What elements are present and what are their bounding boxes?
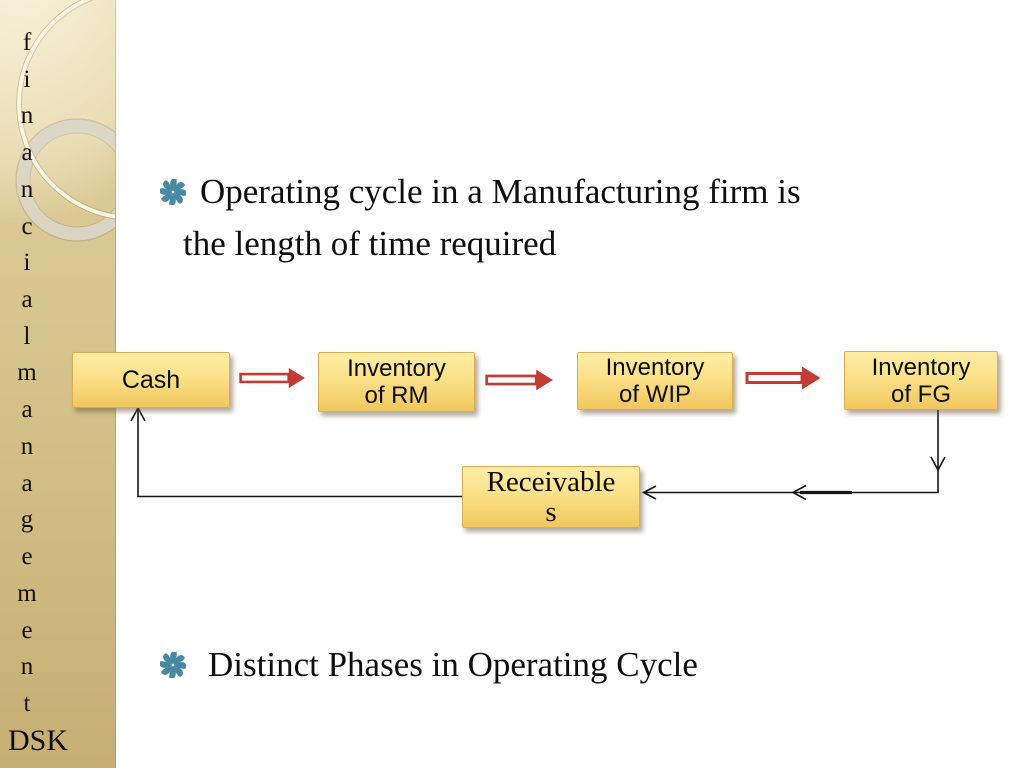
flow-node-receivables: Receivable s [462, 466, 640, 528]
sidebar-letter: n [20, 432, 34, 460]
sidebar-letter: a [21, 396, 33, 424]
sidebar-letter: c [21, 212, 33, 240]
sidebar-letter: t [23, 689, 31, 717]
bullet-item-operating-cycle: Operating cycle in a Manufacturing firm … [160, 166, 983, 270]
flow-node-inventory-fg: Inventory of FG [844, 351, 998, 410]
sidebar-letter: l [23, 322, 31, 350]
sidebar-letter: a [21, 139, 33, 167]
sidebar-letter: e [21, 543, 33, 571]
process-arrow-icon [745, 366, 821, 390]
node-label: Inventory of WIP [605, 354, 705, 408]
sidebar-letter: a [21, 469, 33, 497]
sidebar-letter: i [23, 65, 31, 93]
bullet-text: Distinct Phases in Operating Cycle [208, 645, 698, 684]
sidebar-letter: m [17, 359, 37, 387]
pinwheel-bullet-icon [160, 652, 186, 678]
node-label: Inventory of RM [347, 355, 446, 409]
node-label: Cash [121, 365, 181, 394]
sidebar-letter: a [21, 286, 33, 314]
sidebar-letter: f [22, 29, 32, 56]
sidebar-letter: n [20, 102, 34, 130]
bullet-text: Operating cycle in a Manufacturing firm … [183, 172, 801, 263]
sidebar-letter: g [20, 506, 34, 534]
author-initials: DSK [8, 724, 69, 757]
flow-node-cash: Cash [72, 352, 230, 408]
decorative-rings-icon [15, 0, 115, 242]
pinwheel-bullet-icon [160, 179, 186, 205]
sidebar-letter: n [20, 175, 34, 203]
sidebar-letter: i [23, 249, 31, 277]
process-arrow-icon [485, 369, 553, 391]
sidebar-letter: e [21, 616, 33, 644]
node-label: Inventory of FG [871, 353, 971, 408]
sidebar-letter: n [20, 653, 34, 681]
flow-node-inventory-wip: Inventory of WIP [577, 352, 733, 410]
bullet-item-distinct-phases: Distinct Phases in Operating Cycle [160, 639, 1003, 691]
process-arrow-icon [239, 367, 305, 389]
sidebar-letter: m [17, 579, 37, 607]
sidebar-vertical-title: f i n a n c i a l m a n a g e m e n t [0, 30, 54, 716]
flow-node-inventory-rm: Inventory of RM [318, 352, 475, 412]
node-label: Receivable s [486, 466, 616, 528]
